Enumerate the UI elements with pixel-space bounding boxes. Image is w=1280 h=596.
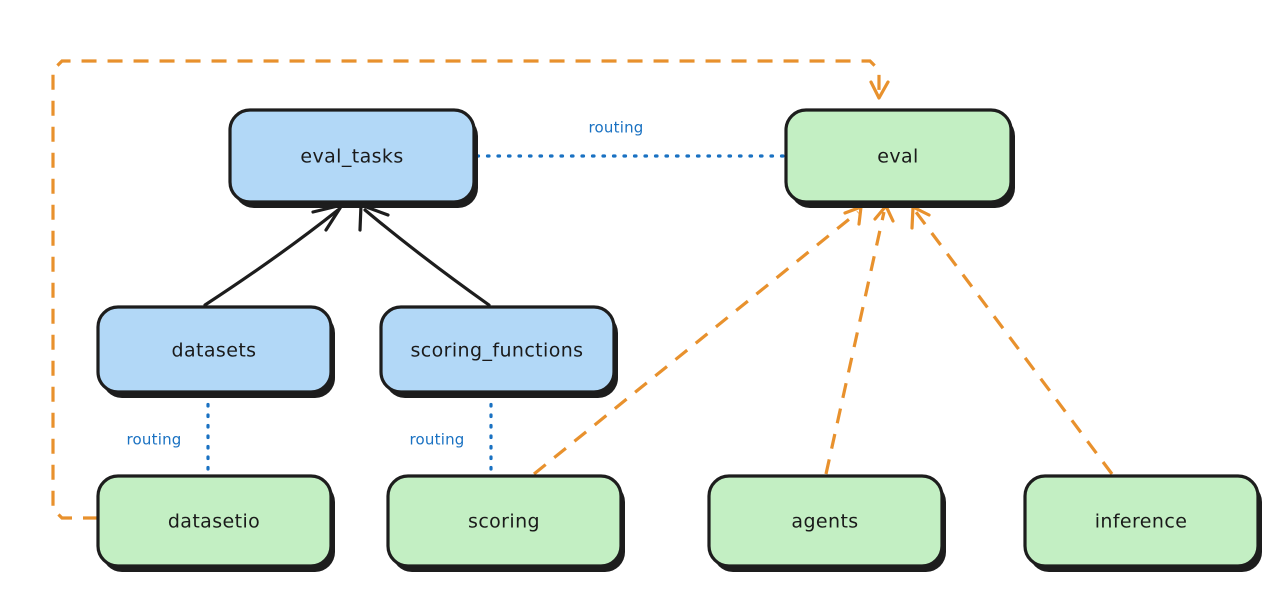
node-eval-box[interactable]: [784, 108, 1013, 204]
edge-labels-group: routing routing routing: [127, 119, 644, 449]
node-scoring_functions[interactable]: scoring_functions: [379, 305, 618, 398]
node-inference[interactable]: inference: [1023, 474, 1262, 572]
edge-agents-to-eval: [824, 204, 895, 475]
edge-inference-to-eval: [910, 205, 1114, 475]
node-datasetio-box[interactable]: [96, 474, 333, 568]
node-datasetio-label: datasetio: [168, 511, 260, 533]
edge-datasets-to-eval_tasks: [203, 203, 344, 307]
node-eval_tasks[interactable]: eval_tasks: [228, 108, 478, 208]
node-datasets-box[interactable]: [96, 305, 333, 394]
node-scoring-box[interactable]: [386, 474, 623, 568]
node-scoring_functions-box[interactable]: [379, 305, 616, 394]
node-agents[interactable]: agents: [707, 474, 946, 572]
solid-edges-group: [203, 203, 491, 307]
dependency-edges-group: [51, 59, 1114, 520]
edge-label-routing-eval_tasks-eval: routing: [589, 119, 644, 137]
node-scoring_functions-label: scoring_functions: [411, 340, 584, 362]
node-eval_tasks-label: eval_tasks: [300, 146, 403, 168]
node-agents-box[interactable]: [707, 474, 944, 568]
routing-edges-group: [206, 154, 786, 476]
node-scoring[interactable]: scoring: [386, 474, 625, 572]
node-agents-label: agents: [791, 511, 858, 533]
node-eval[interactable]: eval: [784, 108, 1015, 208]
node-inference-label: inference: [1095, 511, 1188, 533]
node-eval_tasks-box[interactable]: [228, 108, 476, 204]
node-scoring-label: scoring: [468, 511, 540, 533]
edge-scoring_functions-to-eval_tasks: [358, 203, 491, 307]
node-inference-box[interactable]: [1023, 474, 1260, 568]
nodes-group: eval_tasks eval datasets scoring_functio…: [96, 108, 1262, 572]
edge-label-routing-scoring_functions-scoring: routing: [410, 431, 465, 449]
edge-datasetio-to-eval: [51, 59, 890, 520]
node-datasetio[interactable]: datasetio: [96, 474, 335, 572]
node-datasets-label: datasets: [172, 340, 257, 362]
edge-label-routing-datasets-datasetio: routing: [127, 431, 182, 449]
node-datasets[interactable]: datasets: [96, 305, 335, 398]
node-eval-label: eval: [877, 146, 918, 168]
